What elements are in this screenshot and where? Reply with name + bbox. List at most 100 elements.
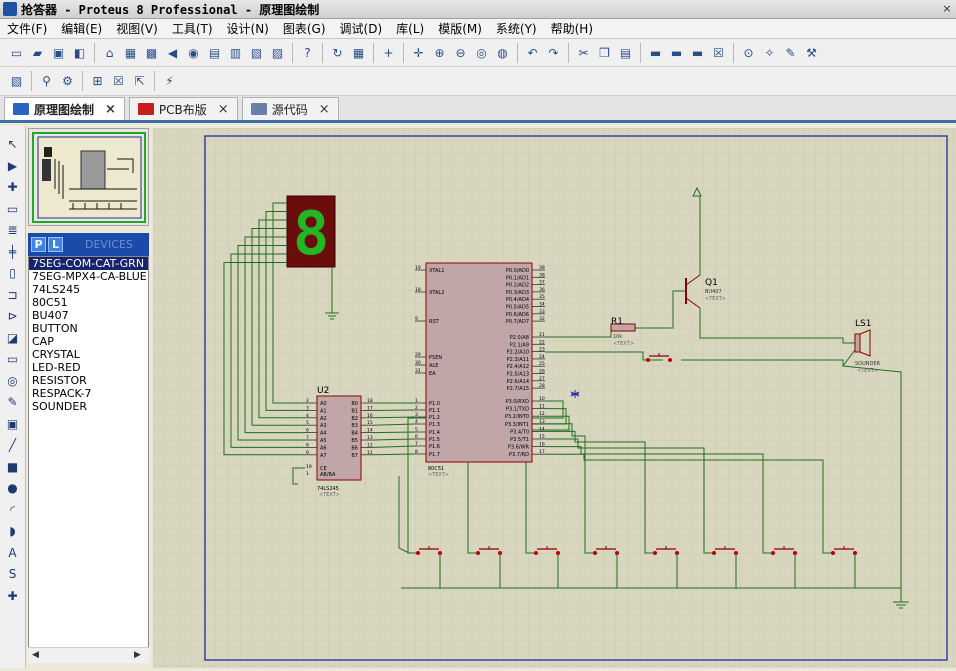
scroll-right-icon[interactable]: ▶: [134, 650, 141, 660]
device-list-scrollbar[interactable]: ◀ ▶: [28, 647, 149, 663]
device-list-item[interactable]: RESISTOR: [32, 374, 87, 387]
source-icon[interactable]: ▥: [229, 45, 242, 60]
block-move-icon[interactable]: ▬: [670, 45, 683, 60]
push-button[interactable]: [771, 546, 797, 555]
box-icon[interactable]: ■: [6, 459, 19, 474]
block-rotate-icon[interactable]: ▬: [691, 45, 704, 60]
save-icon[interactable]: ▣: [52, 45, 65, 60]
pcb-icon[interactable]: ▩: [145, 45, 158, 60]
refresh-icon[interactable]: ↻: [332, 45, 343, 60]
tab-close-icon[interactable]: ×: [217, 101, 229, 117]
gallery-icon[interactable]: ◉: [188, 45, 199, 60]
property-tool-icon[interactable]: ⚙: [62, 74, 73, 88]
schematic-icon[interactable]: ▦: [124, 45, 137, 60]
push-button[interactable]: [712, 546, 738, 555]
device-list-item[interactable]: 80C51: [32, 296, 68, 309]
resistor-r1[interactable]: R1 10k <TEXT>: [610, 317, 636, 347]
push-button[interactable]: [646, 353, 672, 362]
push-button[interactable]: [831, 546, 857, 555]
terminal-icon[interactable]: ⊐: [7, 287, 18, 302]
zoom-area-icon[interactable]: ◍: [497, 45, 508, 60]
menu-item-6[interactable]: 调试(D): [339, 22, 383, 36]
pick-device-icon[interactable]: ⊙: [743, 45, 754, 60]
new-sheet-icon[interactable]: ⊞: [92, 74, 103, 88]
menu-item-9[interactable]: 系统(Y): [495, 22, 537, 36]
text-script-icon[interactable]: ≣: [7, 223, 18, 237]
generator-icon[interactable]: ◎: [7, 373, 18, 388]
search-icon[interactable]: ⚲: [42, 74, 51, 88]
close-window-button[interactable]: ×: [942, 2, 952, 15]
device-list-item[interactable]: LED-RED: [32, 361, 81, 374]
probe-icon[interactable]: ✎: [7, 395, 18, 409]
origin-icon[interactable]: +: [383, 45, 394, 60]
menu-item-3[interactable]: 工具(T): [171, 22, 213, 36]
home-icon[interactable]: ⌂: [105, 45, 114, 60]
push-button[interactable]: [653, 546, 679, 555]
pick-devices-button[interactable]: P: [31, 237, 46, 252]
menu-item-10[interactable]: 帮助(H): [550, 22, 594, 36]
zoom-out-icon[interactable]: ⊖: [455, 45, 466, 60]
scroll-left-icon[interactable]: ◀: [32, 650, 39, 660]
menu-item-2[interactable]: 视图(V): [116, 22, 158, 36]
menu-item-7[interactable]: 库(L): [396, 22, 425, 36]
tab-close-icon[interactable]: ×: [105, 101, 116, 117]
tape-icon[interactable]: ▭: [6, 352, 19, 366]
text-icon[interactable]: A: [8, 545, 17, 560]
grid-icon[interactable]: ▦: [352, 45, 365, 60]
import-icon[interactable]: ◧: [73, 45, 86, 60]
device-list-item[interactable]: BUTTON: [32, 322, 78, 335]
subcircuit-icon[interactable]: ▯: [9, 266, 16, 280]
instrument-icon[interactable]: ▣: [6, 416, 19, 431]
undo-icon[interactable]: ↶: [527, 45, 538, 60]
device-list-item[interactable]: 74LS245: [32, 283, 81, 296]
exit-parent-icon[interactable]: ⇱: [134, 74, 145, 88]
wire-label-icon[interactable]: ▭: [6, 201, 19, 216]
graph-icon[interactable]: ◪: [6, 330, 19, 345]
junction-icon[interactable]: ✚: [7, 180, 18, 194]
zoom-all-icon[interactable]: ◎: [476, 45, 487, 60]
device-list-item[interactable]: CAP: [32, 335, 54, 348]
pin-icon[interactable]: ⊳: [7, 309, 18, 323]
paste-icon[interactable]: ▤: [619, 45, 632, 60]
netlist-icon[interactable]: ⚡: [165, 74, 174, 88]
wire-autorouter-icon[interactable]: ▧: [10, 74, 23, 88]
redo-icon[interactable]: ↷: [548, 45, 559, 60]
push-button[interactable]: [416, 546, 442, 555]
copy-icon[interactable]: ❐: [599, 45, 610, 60]
device-list-item[interactable]: 7SEG-MPX4-CA-BLUE: [32, 270, 147, 283]
tab-0[interactable]: 原理图绘制×: [4, 97, 125, 120]
mcu-80c51[interactable]: XTAL119XTAL218RST9PSEN29ALE30EA31P1.01P1…: [415, 262, 545, 478]
device-list-item[interactable]: 7SEG-COM-CAT-GRN: [29, 257, 148, 270]
remove-sheet-icon[interactable]: ☒: [113, 74, 124, 88]
new-file-icon[interactable]: ▭: [10, 45, 23, 60]
make-device-icon[interactable]: ✧: [764, 45, 775, 60]
decompose-icon[interactable]: ⚒: [806, 45, 817, 60]
back-icon[interactable]: ◀: [167, 45, 178, 60]
transistor-q1[interactable]: Q1 BU407 <TEXT>: [685, 274, 726, 309]
device-list-item[interactable]: BU407: [32, 309, 69, 322]
bom-icon[interactable]: ▤: [208, 45, 221, 60]
menu-item-0[interactable]: 文件(F): [7, 22, 48, 36]
pan-icon[interactable]: ✛: [413, 45, 424, 60]
cut-icon[interactable]: ✂: [578, 45, 589, 60]
overview-window[interactable]: [28, 128, 149, 226]
menu-item-5[interactable]: 图表(G): [282, 22, 326, 36]
arc-icon[interactable]: ◜: [10, 502, 15, 517]
push-button[interactable]: [476, 546, 502, 555]
menu-item-8[interactable]: 模版(M): [438, 22, 482, 36]
block-copy-icon[interactable]: ▬: [649, 45, 662, 60]
package-icon[interactable]: ✎: [785, 45, 796, 60]
push-button[interactable]: [593, 546, 619, 555]
device-list-item[interactable]: CRYSTAL: [32, 348, 80, 361]
line-icon[interactable]: ╱: [8, 438, 17, 452]
selection-mode-icon[interactable]: ↖: [7, 137, 18, 151]
menu-item-1[interactable]: 编辑(E): [61, 22, 103, 36]
marker-icon[interactable]: ✚: [7, 588, 18, 603]
help-icon[interactable]: ?: [304, 45, 311, 60]
device-list-item[interactable]: RESPACK-7: [32, 387, 92, 400]
device-list-item[interactable]: SOUNDER: [32, 400, 87, 413]
library-manager-button[interactable]: L: [48, 237, 63, 252]
zoom-in-icon[interactable]: ⊕: [434, 45, 445, 60]
